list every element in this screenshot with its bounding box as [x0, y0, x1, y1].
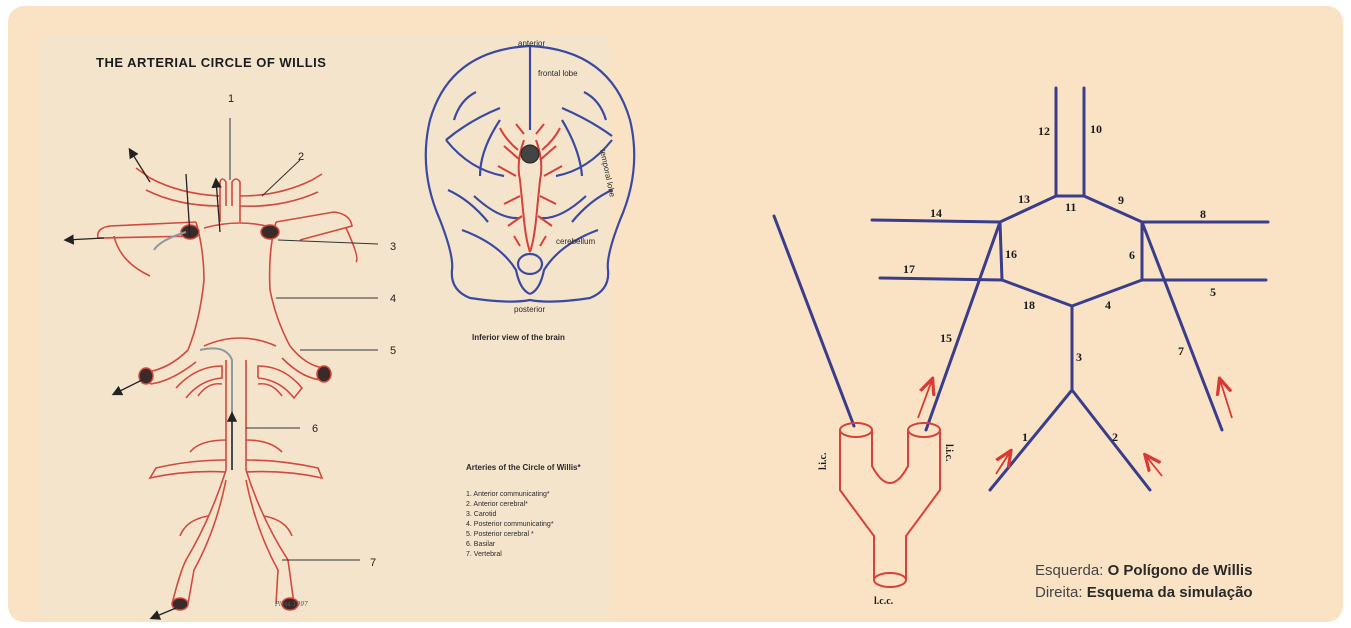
schema-label-15: 15: [940, 331, 952, 345]
brain-arteries: [498, 124, 562, 252]
schema-label-11: 11: [1065, 200, 1076, 214]
schema-label-12: 12: [1038, 124, 1050, 138]
left-number-labels: 1 2 3 4 5 6 7: [228, 93, 396, 569]
segment-1: [990, 390, 1072, 490]
brain-label-anterior: anterior: [518, 39, 545, 48]
brain-label-frontal: frontal lobe: [538, 69, 578, 78]
label-4: 4: [390, 293, 396, 305]
schema-segments: [774, 88, 1268, 490]
legend-item-4: 4. Posterior communicating*: [466, 521, 554, 528]
brain-caption: Inferior view of the brain: [472, 333, 565, 342]
label-3: 3: [390, 241, 396, 253]
inflow-arrow-15: [918, 380, 932, 418]
inflow-arrow-1: [996, 452, 1010, 474]
legend-item-6: 6. Basilar: [466, 541, 496, 548]
schema-label-9: 9: [1118, 193, 1124, 207]
segment-18: [1002, 280, 1072, 306]
schema-label-3: 3: [1076, 350, 1082, 364]
carotid-left-mouth: [840, 423, 872, 437]
artist-signature: Pless 1997: [274, 601, 308, 608]
inflow-arrow-7: [1220, 380, 1232, 418]
legend-title: Arteries of the Circle of Willis*: [466, 463, 582, 472]
caption-left-value: O Polígono de Willis: [1108, 562, 1253, 579]
schema-label-5: 5: [1210, 285, 1216, 299]
inflow-arrow-2: [1146, 456, 1162, 476]
schema-label-16: 16: [1005, 247, 1017, 261]
carotid-common-mouth: [874, 573, 906, 587]
brain-outline: [426, 46, 634, 302]
schema-labels: 1 2 3 4 5 6 7 8 9 10 11 12 13 14 15 16 1…: [903, 122, 1216, 444]
legend-item-2: 2. Anterior cerebral*: [466, 501, 528, 508]
carotid-label-right: l.i.c.: [943, 444, 954, 462]
pituitary-node: [521, 145, 539, 163]
caption-left-key: Esquerda:: [1035, 562, 1103, 579]
label-6: 6: [312, 423, 318, 435]
brain-label-temporal: temporal lobe: [598, 149, 617, 199]
label-2: 2: [298, 151, 304, 163]
segment-9: [1084, 196, 1142, 222]
caption-right-value: Esquema da simulação: [1087, 584, 1253, 601]
schema-label-8: 8: [1200, 207, 1206, 221]
schema-label-2: 2: [1112, 430, 1118, 444]
figure-caption: Esquerda: O Polígono de Willis Direita: …: [1035, 560, 1253, 604]
artery-legend: Arteries of the Circle of Willis* 1. Ant…: [466, 463, 582, 558]
schema-label-18: 18: [1023, 298, 1035, 312]
label-5: 5: [390, 345, 396, 357]
caption-right-key: Direita:: [1035, 584, 1083, 601]
segment-vertebral-left: [774, 216, 854, 426]
schema-label-7: 7: [1178, 344, 1184, 358]
legend-item-1: 1. Anterior communicating*: [466, 491, 550, 498]
carotid-labels: l.i.c. l.i.c. l.c.c.: [818, 444, 954, 607]
schema-label-10: 10: [1090, 122, 1102, 136]
caption-left-line: Esquerda: O Polígono de Willis: [1035, 560, 1253, 582]
schema-label-14: 14: [930, 206, 942, 220]
legend-item-3: 3. Carotid: [466, 511, 496, 518]
simulation-schema: 1 2 3 4 5 6 7 8 9 10 11 12 13 14 15 16 1…: [774, 88, 1268, 607]
segment-7: [1142, 222, 1222, 430]
carotid-label-bottom: l.c.c.: [874, 596, 894, 607]
artery-outline: [98, 168, 357, 604]
brain-view: anterior frontal lobe temporal lobe cere…: [426, 39, 634, 342]
segment-15: [926, 222, 1000, 430]
schema-label-13: 13: [1018, 192, 1030, 206]
carotid-ends: [139, 225, 331, 610]
schema-label-1: 1: [1022, 430, 1028, 444]
brain-label-posterior: posterior: [514, 305, 545, 314]
caption-right-line: Direita: Esquema da simulação: [1035, 582, 1253, 604]
schema-label-4: 4: [1105, 298, 1111, 312]
label-7: 7: [370, 557, 376, 569]
flow-paths: [154, 232, 232, 470]
segment-14: [872, 220, 1000, 222]
schema-label-6: 6: [1129, 248, 1135, 262]
segment-17: [880, 278, 1002, 280]
label-1: 1: [228, 93, 234, 105]
segment-16: [1000, 222, 1002, 280]
segment-2: [1072, 390, 1150, 490]
carotid-right-mouth: [908, 423, 940, 437]
carotid-y: [840, 423, 940, 587]
legend-item-7: 7. Vertebral: [466, 551, 502, 558]
carotid-label-left: l.i.c.: [818, 452, 829, 470]
legend-item-5: 5. Posterior cerebral *: [466, 531, 534, 538]
left-title: THE ARTERIAL CIRCLE OF WILLIS: [96, 55, 326, 70]
willis-diagram: THE ARTERIAL CIRCLE OF WILLIS: [66, 55, 396, 618]
brain-label-cerebellum: cerebellum: [556, 237, 595, 246]
schema-label-17: 17: [903, 262, 915, 276]
